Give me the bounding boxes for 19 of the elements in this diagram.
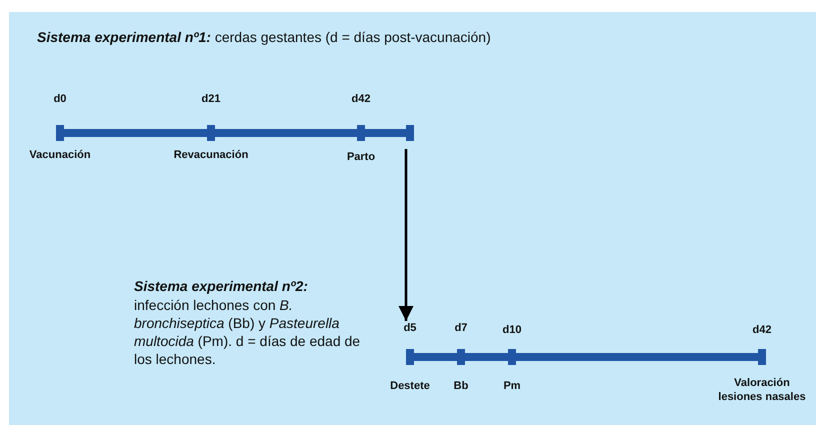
day-label: d5 [404, 322, 416, 334]
event-label: Bb [454, 380, 468, 392]
section-heading: Sistema experimental nº2: [134, 278, 308, 294]
title: Sistema experimental nº1: cerdas gestantes (d = días post-vacunación) [37, 29, 491, 45]
description-text: infección lechones con B. bronchiseptica (Bb) y Pasteurella multocida (Pm). d = días de edad de los lechones. [134, 296, 362, 368]
day-label: d0 [54, 93, 66, 105]
event-label: Vacunación [29, 149, 91, 161]
event-label: Parto [346, 151, 376, 163]
day-label: d42 [352, 93, 370, 105]
arrow [398, 149, 414, 321]
day-label: d10 [502, 324, 522, 336]
day-label: d7 [454, 322, 468, 334]
day-label: d21 [202, 93, 220, 105]
event-label: Pm [503, 380, 521, 392]
timeline-bar [56, 125, 414, 141]
event-label: Destete [390, 380, 430, 392]
event-label: Revacunación [174, 149, 248, 161]
day-label: d42 [752, 324, 772, 336]
event-label: Valoración lesiones nasales [717, 376, 807, 404]
